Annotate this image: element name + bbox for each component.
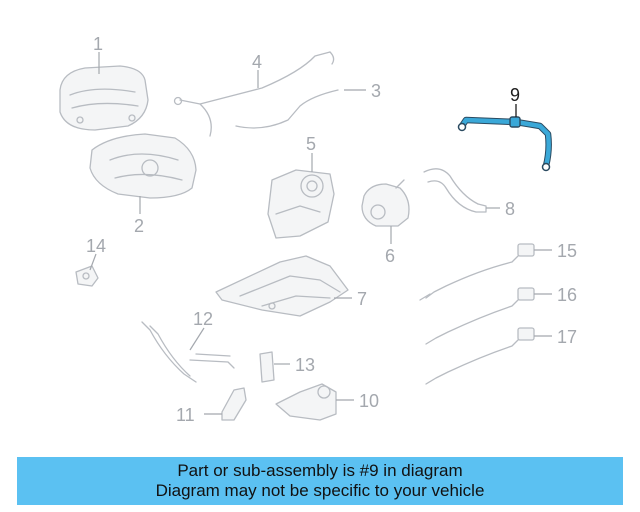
- banner-line-1: Part or sub-assembly is #9 in diagram: [177, 461, 463, 480]
- part-17-drawing: [425, 327, 535, 385]
- callout-4: 4: [252, 52, 262, 72]
- part-9-highlighted-hose[interactable]: [457, 116, 552, 172]
- callout-15: 15: [557, 241, 577, 261]
- banner-line-2: Diagram may not be specific to your vehi…: [155, 481, 485, 500]
- part-6-drawing: [361, 179, 410, 227]
- callout-17: 17: [557, 327, 577, 347]
- part-16-drawing: [425, 287, 535, 345]
- leader-14: [89, 253, 97, 271]
- part-2-drawing: [89, 133, 197, 199]
- callout-3: 3: [371, 81, 381, 101]
- callout-6: 6: [385, 246, 395, 266]
- callout-10: 10: [359, 391, 379, 411]
- callout-13: 13: [295, 355, 315, 375]
- parts-diagram: 1 2 4 3 5 6 8: [59, 34, 577, 425]
- callout-8: 8: [505, 199, 515, 219]
- part-1-drawing: [59, 65, 149, 131]
- part-5-drawing: [267, 169, 335, 239]
- part-13-drawing: [259, 351, 275, 383]
- callout-5: 5: [306, 134, 316, 154]
- callout-9: 9: [510, 85, 520, 105]
- callout-11: 11: [176, 405, 195, 425]
- callout-7: 7: [357, 289, 367, 309]
- part-10-drawing: [275, 383, 337, 421]
- leader-12: [189, 327, 205, 351]
- part-15-drawing: [419, 243, 535, 301]
- part-8-drawing: [423, 168, 487, 213]
- part-4-drawing: [173, 51, 339, 137]
- callout-12: 12: [193, 309, 213, 329]
- callout-14: 14: [86, 236, 106, 256]
- part-12-drawing: [141, 321, 235, 383]
- callout-2: 2: [134, 216, 144, 236]
- part-14-drawing: [75, 265, 99, 287]
- info-banner: Part or sub-assembly is #9 in diagram Di…: [17, 457, 623, 505]
- callout-16: 16: [557, 285, 577, 305]
- part-11-drawing: [221, 387, 247, 421]
- part-7-drawing: [215, 255, 349, 317]
- callout-1: 1: [93, 34, 103, 54]
